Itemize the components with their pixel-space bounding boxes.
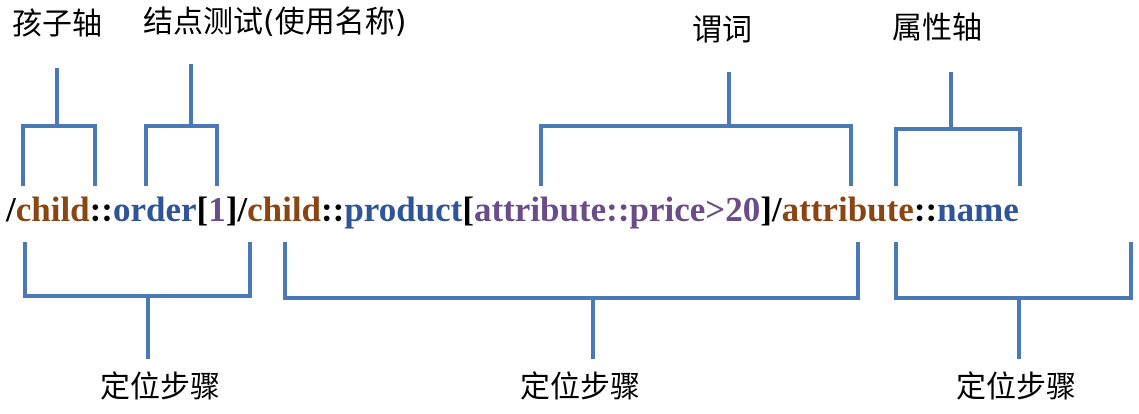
expr-token-plain: ] [760,190,772,229]
label-node-test: 结点测试(使用名称) [143,5,407,40]
expr-token-axis: child [247,190,322,229]
expr-token-predicate: attribute::price>20 [473,190,761,229]
expr-token-plain: :: [89,190,113,229]
expr-token-plain: / [771,190,782,229]
expr-token-nodetest: product [344,190,463,229]
bracket-bottom-step-3 [894,242,1133,359]
expr-token-plain: / [6,190,16,229]
expr-token-axis: attribute [781,190,914,229]
label-child-axis: 孩子轴 [12,7,102,42]
label-location-step-2: 定位步骤 [520,370,640,405]
expr-token-plain: [ [462,190,474,229]
expr-token-axis: child [15,190,90,229]
bracket-top-node-test [144,64,219,186]
bracket-top-predicate [539,72,853,186]
expr-token-plain: :: [321,190,345,229]
label-location-step-1: 定位步骤 [100,370,220,405]
label-attribute-axis: 属性轴 [892,11,982,46]
expr-token-predicate: 1 [208,190,226,229]
bracket-bottom-step-1 [23,242,252,359]
bracket-top-attribute-axis [894,72,1022,186]
bracket-top-child-axis [21,68,97,186]
label-predicate: 谓词 [692,13,752,48]
expr-token-nodetest: order [112,190,197,229]
bracket-bottom-step-2 [283,242,860,359]
expr-token-plain: [ [196,190,209,229]
xpath-expression: /child::order[1]/child::product[attribut… [6,192,1019,227]
expr-token-plain: ] [225,190,238,229]
expr-token-nodetest: name [937,190,1019,229]
label-location-step-3: 定位步骤 [956,370,1076,405]
expr-token-plain: / [237,190,248,229]
expr-token-plain: :: [913,190,938,229]
